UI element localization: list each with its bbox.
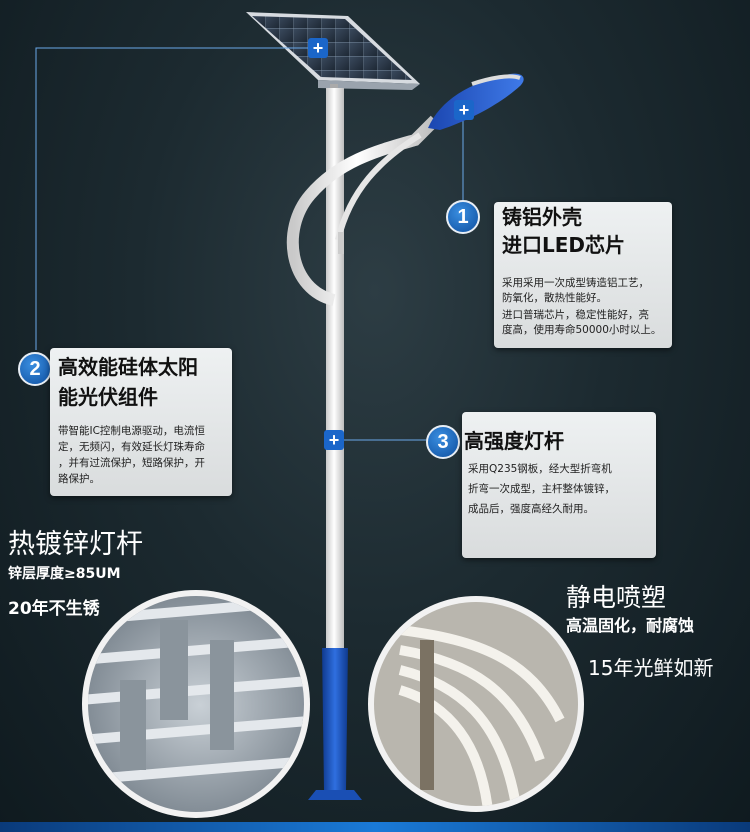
callout-1-title-line1: 铸铝外壳 <box>502 205 582 229</box>
callout-leaders <box>35 47 464 441</box>
callout-2-title-line1: 高效能硅体太阳 <box>58 355 198 379</box>
callout-2-desc-line3: ，并有过流保护，短路保护，开 <box>58 457 205 469</box>
callout-3-desc-line2: 折弯一次成型，主杆整体镀锌， <box>468 483 615 495</box>
callout-2-title-line2: 能光伏组件 <box>58 385 158 409</box>
callout-3-title: 高强度灯杆 <box>464 429 564 453</box>
callout-2-desc-line2: 定，无频闪，有效延长灯珠寿命 <box>58 441 205 453</box>
spray-coating-photo <box>368 596 584 812</box>
callout-1-desc-line4: 度高，使用寿命50000小时以上。 <box>502 324 662 336</box>
callout-1-card: 铸铝外壳 进口LED芯片 采用采用一次成型铸造铝工艺， 防氧化，散热性能好。 进… <box>494 202 672 348</box>
galvanized-zinc-thickness: 锌层厚度≥85UM <box>8 566 121 582</box>
pole-hotspot-plus-icon[interactable]: + <box>324 430 344 450</box>
solar-panel <box>246 12 420 92</box>
callout-1-badge: 1 <box>446 200 480 234</box>
callout-2-desc-line4: 路保护。 <box>58 473 100 485</box>
bottom-accent-bar <box>0 822 750 832</box>
callout-3-desc-line1: 采用Q235钢板，经大型折弯机 <box>468 463 612 475</box>
lamp-hotspot-plus-icon[interactable]: + <box>454 100 474 120</box>
spray-bright-years: 15年光鲜如新 <box>588 656 714 680</box>
callout-2-badge: 2 <box>18 352 52 386</box>
galvanized-rust-free: 20年不生锈 <box>8 599 100 619</box>
callout-1-desc-line2: 防氧化，散热性能好。 <box>502 292 607 304</box>
callout-1-title-line2: 进口LED芯片 <box>502 233 626 257</box>
callout-2-card: 高效能硅体太阳 能光伏组件 带智能IC控制电源驱动，电流恒 定，无频闪，有效延长… <box>50 348 232 496</box>
spray-heat-cure: 高温固化，耐腐蚀 <box>566 616 695 635</box>
lamp-pole <box>286 73 524 800</box>
callout-3-desc-line3: 成品后，强度高经久耐用。 <box>468 503 594 515</box>
callout-1-desc-line1: 采用采用一次成型铸造铝工艺， <box>502 277 649 289</box>
panel-hotspot-plus-icon[interactable]: + <box>308 38 328 58</box>
callout-3-card: 高强度灯杆 采用Q235钢板，经大型折弯机 折弯一次成型，主杆整体镀锌， 成品后… <box>462 412 656 558</box>
callout-3-badge: 3 <box>426 425 460 459</box>
galvanized-title: 热镀锌灯杆 <box>8 529 143 560</box>
spray-title: 静电喷塑 <box>566 583 667 612</box>
galvanized-pole-photo <box>82 590 310 818</box>
callout-2-desc-line1: 带智能IC控制电源驱动，电流恒 <box>58 425 205 437</box>
callout-1-desc-line3: 进口普瑞芯片，稳定性能好，亮 <box>502 309 649 321</box>
